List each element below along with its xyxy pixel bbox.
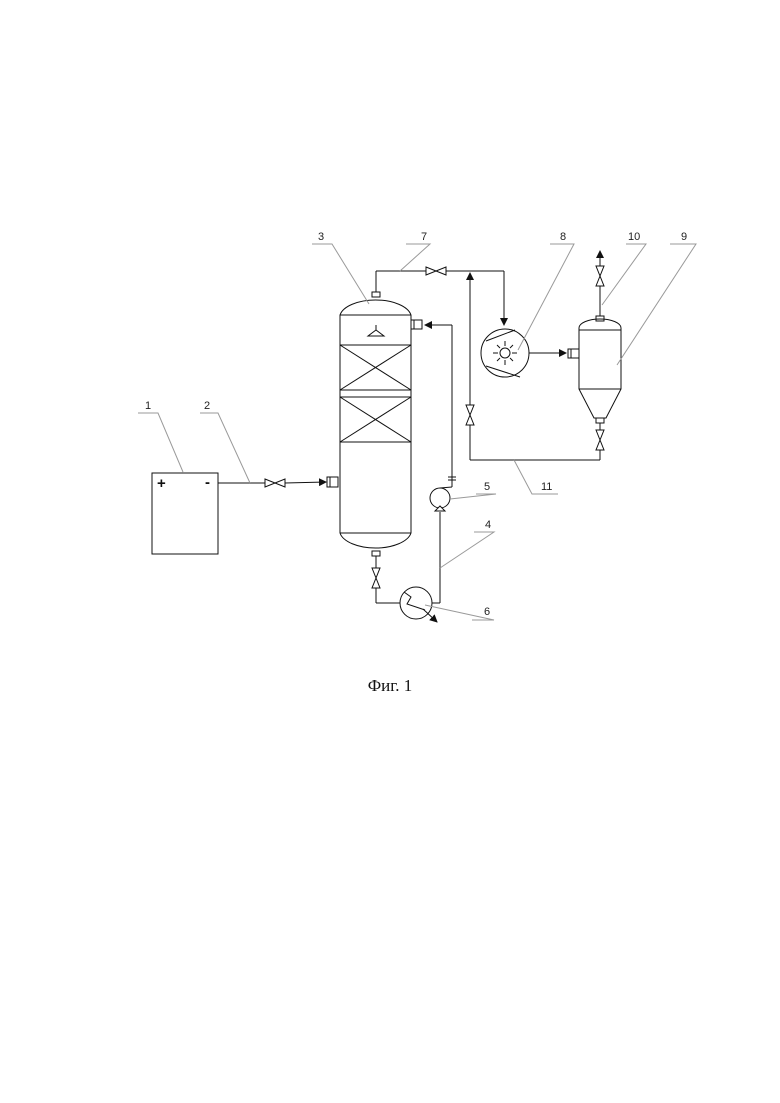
label-2: 2 <box>204 400 210 412</box>
leader-lines <box>138 244 696 620</box>
feed-line <box>218 477 338 487</box>
label-8: 8 <box>560 231 566 243</box>
label-1: 1 <box>145 400 151 412</box>
circulation-pump <box>430 487 452 511</box>
label-10: 10 <box>628 231 640 243</box>
separator-apparatus <box>481 329 566 377</box>
plus-sign: + <box>157 475 166 492</box>
label-3: 3 <box>318 231 324 243</box>
vent-line <box>596 251 604 316</box>
label-7: 7 <box>421 231 427 243</box>
heat-exchanger <box>400 587 437 622</box>
figure-caption: Фиг. 1 <box>0 676 780 696</box>
label-5: 5 <box>484 481 490 493</box>
receiver-vessel <box>568 316 621 423</box>
label-4: 4 <box>485 519 491 531</box>
label-6: 6 <box>484 606 490 618</box>
label-9: 9 <box>681 231 687 243</box>
reaction-column <box>340 292 422 556</box>
label-11: 11 <box>541 481 552 493</box>
minus-sign: - <box>205 474 210 491</box>
